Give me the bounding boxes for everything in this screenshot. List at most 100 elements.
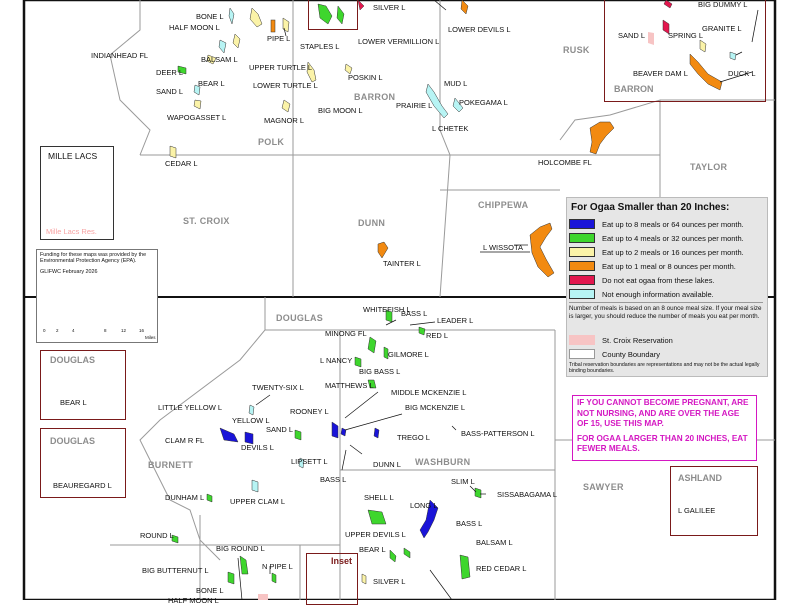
county-label-douglas: DOUGLAS xyxy=(276,313,324,323)
lake-label: SISSABAGAMA L xyxy=(497,490,558,499)
scale-tick: 0 xyxy=(43,328,46,333)
county-label-ashland: ASHLAND xyxy=(678,473,722,483)
county-label-barron: BARRON xyxy=(354,92,396,102)
lake-label: BIG MOON L xyxy=(318,106,363,115)
county-label-sawyer: SAWYER xyxy=(583,482,624,492)
legend-swatch xyxy=(569,247,595,257)
lake-label: L NANCY xyxy=(320,356,353,365)
lake-label: BASS-PATTERSON L xyxy=(461,429,535,438)
lake-label: SILVER L xyxy=(373,577,406,586)
leader-lines xyxy=(237,0,759,600)
county-label-burnett: BURNETT xyxy=(148,460,194,470)
lake-label: DEVILS L xyxy=(241,443,274,452)
scale-tick: 12 xyxy=(121,328,127,333)
legend-swatch xyxy=(569,261,595,271)
lake-label: L WISSOTA xyxy=(483,243,524,252)
mille-lacs-inset: MILLE LACS Mille Lacs Res. xyxy=(40,146,114,240)
lake-label: TREGO L xyxy=(397,433,430,442)
map-border xyxy=(22,0,777,600)
top-county-boundaries xyxy=(109,0,775,298)
lake-label: SAND L xyxy=(618,31,646,40)
lake-label: HOLCOMBE FL xyxy=(538,158,592,167)
lake-label: BEAR L xyxy=(60,398,87,407)
lake-label: LITTLE YELLOW L xyxy=(158,403,223,412)
lake-label: SAND L xyxy=(266,425,294,434)
lake-label: BIG ROUND L xyxy=(216,544,265,553)
lake-label: N PIPE L xyxy=(262,562,293,571)
ashland-inset-box xyxy=(670,466,758,536)
lake-label: GRANITE L xyxy=(702,24,742,33)
lake-label: RED L xyxy=(426,331,449,340)
lake-label: HALF MOON L xyxy=(168,596,219,605)
lake-label: TWENTY-SIX L xyxy=(252,383,304,392)
funding-text: Funding for these maps was provided by t… xyxy=(40,252,147,265)
lake-label: BASS L xyxy=(401,309,428,318)
lake-label: BALSAM L xyxy=(201,55,238,64)
lake-label: BONE L xyxy=(196,12,224,21)
lake-label: L GALILEE xyxy=(678,506,716,515)
lake-label: WHITEFISH L xyxy=(363,305,411,314)
lake-label: MIDDLE MCKENZIE L xyxy=(391,388,467,397)
legend-label: Eat up to 1 meal or 8 ounces per month. xyxy=(602,262,736,271)
lake-label: MATTHEWS L xyxy=(325,381,374,390)
lake-label: SAND L xyxy=(156,87,184,96)
county-label-dunn: DUNN xyxy=(358,218,386,228)
lake-label: PRAIRIE L xyxy=(396,101,433,110)
lake-label: MUD L xyxy=(444,79,468,88)
lake-label: LEADER L xyxy=(437,316,474,325)
legend-label: County Boundary xyxy=(602,350,660,359)
legend-label: Not enough information available. xyxy=(602,290,714,299)
lake-label: BIG BASS L xyxy=(359,367,401,376)
lake-label: INDIANHEAD FL xyxy=(91,51,149,60)
lake-label: LOWER TURTLE L xyxy=(253,81,318,90)
county-label-barron-inset: BARRON xyxy=(614,84,654,94)
bottom-lakes xyxy=(77,309,717,600)
lake-label: LOWER DEVILS L xyxy=(448,25,511,34)
lake-label: BIG MCKENZIE L xyxy=(405,403,466,412)
lake-label: WAPOGASSET L xyxy=(167,113,227,122)
lake-label: UPPER DEVILS L xyxy=(345,530,406,539)
lake-label: DUNHAM L xyxy=(165,493,205,502)
top-lakes xyxy=(169,0,737,278)
lake-label: BEAR L xyxy=(198,79,225,88)
lake-label: LONG L xyxy=(410,501,438,510)
legend-swatch xyxy=(569,233,595,243)
lake-label: BEAR L xyxy=(359,545,386,554)
legend-note: Number of meals is based on an 8 ounce m… xyxy=(569,302,763,320)
lake-label: BASS L xyxy=(456,519,483,528)
lake-label: BASS L xyxy=(320,475,347,484)
legend-label: Do not eat ogaa from these lakes. xyxy=(602,276,715,285)
scale-tick: 16 xyxy=(139,328,145,333)
county-label-douglas-inset-1: DOUGLAS xyxy=(50,355,95,365)
legend-swatch xyxy=(569,219,595,229)
lake-label: MINONG FL xyxy=(325,329,367,338)
lake-label: LIPSETT L xyxy=(291,457,328,466)
barron-inset-box xyxy=(604,0,766,102)
legend-swatch xyxy=(569,349,595,359)
warning-line-1: IF YOU CANNOT BECOME PREGNANT, ARE NOT N… xyxy=(577,398,749,428)
lake-label: UPPER TURTLE L xyxy=(249,63,313,72)
scale-unit: Miles xyxy=(145,335,156,340)
lake-label: SPRING L xyxy=(668,31,704,40)
lake-label: BONE L xyxy=(196,586,224,595)
county-label-polk: POLK xyxy=(258,137,285,147)
lake-label: SHELL L xyxy=(364,493,394,502)
county-label-taylor: TAYLOR xyxy=(690,162,728,172)
lake-label: YELLOW L xyxy=(232,416,270,425)
mille-lacs-res-label: Mille Lacs Res. xyxy=(46,227,97,236)
lake-label: RED CEDAR L xyxy=(476,564,527,573)
legend-swatch xyxy=(569,275,595,285)
county-label-washburn: WASHBURN xyxy=(415,457,471,467)
funding-org: GLIFWC February 2026 xyxy=(40,268,98,275)
lake-label: SLIM L xyxy=(451,477,475,486)
warning-box: IF YOU CANNOT BECOME PREGNANT, ARE NOT N… xyxy=(572,395,757,461)
inset-title: Inset xyxy=(331,556,353,566)
scale-tick: 4 xyxy=(72,328,75,333)
lake-label: POSKIN L xyxy=(348,73,383,82)
lake-label: DUCK L xyxy=(728,69,756,78)
lake-label: TAINTER L xyxy=(383,259,421,268)
legend-label: St. Croix Reservation xyxy=(602,336,673,345)
lake-label: BEAVER DAM L xyxy=(633,69,688,78)
lake-label: LOWER VERMILLION L xyxy=(358,37,440,46)
